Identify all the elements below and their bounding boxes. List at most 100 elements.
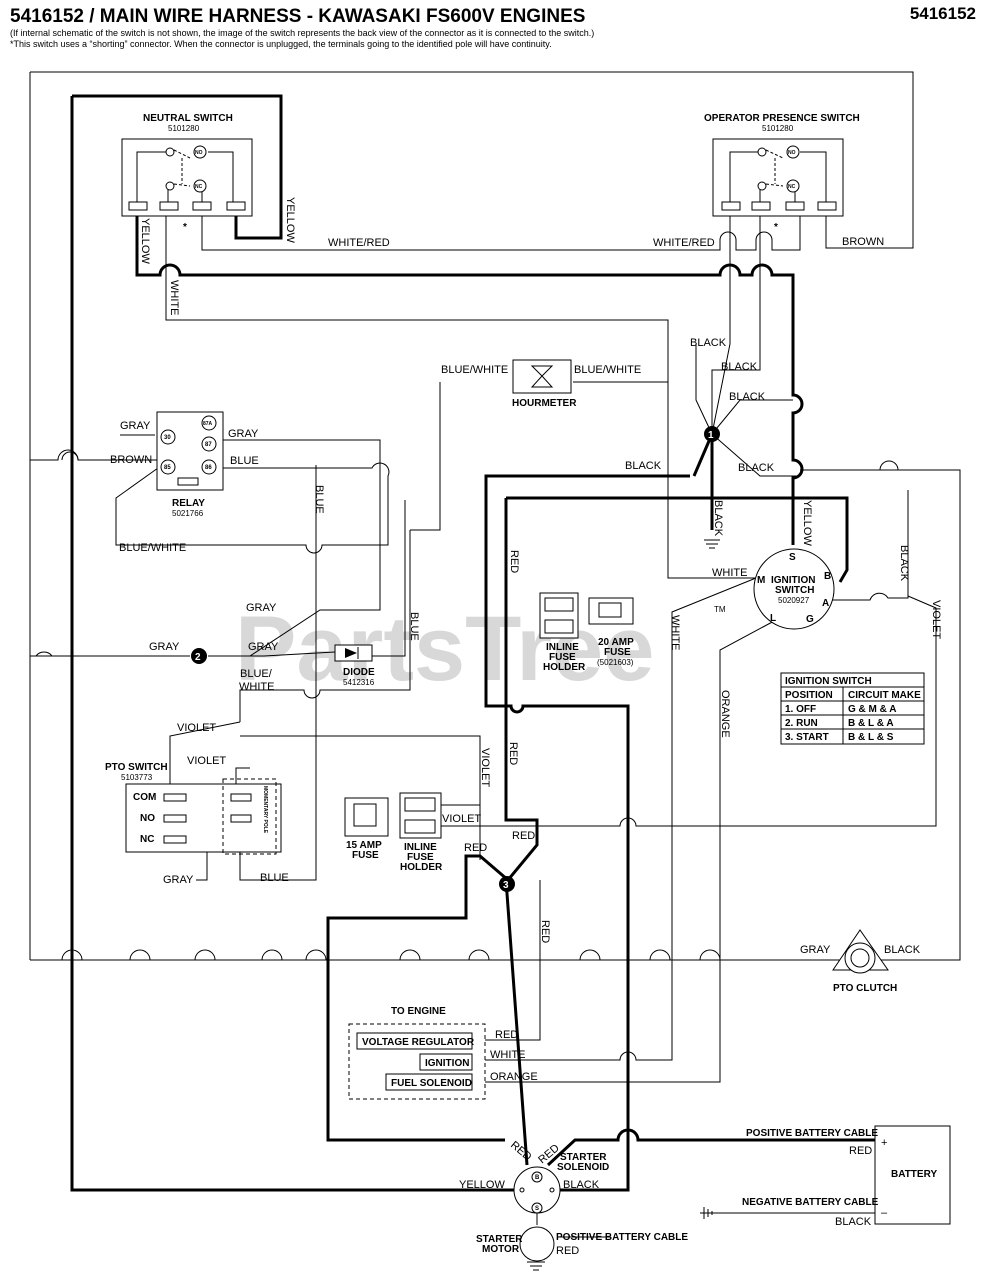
- splice-3: 3: [499, 876, 515, 892]
- splice-1: 1: [704, 426, 720, 442]
- inline-fuse-holder-a: INLINE FUSE HOLDER: [539, 592, 586, 673]
- ground-symbol-motor: [527, 1261, 545, 1271]
- svg-text:WHITE: WHITE: [712, 567, 747, 579]
- svg-text:IGNITION: IGNITION: [425, 1058, 469, 1069]
- diode-title: DIODE: [343, 667, 375, 678]
- operator-star: *: [774, 222, 778, 233]
- wire-crossovers: [35, 451, 899, 961]
- relay-pin-30: 30: [164, 435, 171, 441]
- svg-text:RED: RED: [464, 842, 487, 854]
- operator-switch-part: 5101280: [762, 124, 794, 133]
- svg-text:2. RUN: 2. RUN: [785, 718, 818, 729]
- svg-text:YELLOW: YELLOW: [139, 218, 151, 264]
- svg-text:BLACK: BLACK: [721, 361, 758, 373]
- svg-text:B: B: [824, 571, 831, 582]
- svg-text:FUEL SOLENOID: FUEL SOLENOID: [391, 1078, 472, 1089]
- svg-text:BLUE/WHITE: BLUE/WHITE: [441, 364, 508, 376]
- svg-text:RED: RED: [508, 1139, 534, 1163]
- svg-text:BLUE: BLUE: [313, 485, 325, 514]
- ground-symbol-1: [704, 539, 720, 549]
- battery: + – BATTERY: [874, 1125, 951, 1225]
- svg-text:RED: RED: [495, 1029, 518, 1041]
- svg-text:YELLOW: YELLOW: [459, 1179, 505, 1191]
- svg-text:2: 2: [195, 652, 201, 663]
- svg-text:PTO SWITCH: PTO SWITCH: [105, 762, 168, 773]
- svg-text:ORANGE: ORANGE: [719, 690, 731, 738]
- starter-motor: STARTER MOTOR: [476, 1226, 555, 1262]
- svg-text:GRAY: GRAY: [228, 428, 259, 440]
- svg-text:BLACK: BLACK: [898, 545, 910, 582]
- svg-text:G & M & A: G & M & A: [848, 704, 897, 715]
- svg-text:FUSE: FUSE: [604, 647, 631, 658]
- svg-text:GRAY: GRAY: [120, 420, 151, 432]
- svg-text:RED: RED: [556, 1245, 579, 1257]
- svg-text:RED: RED: [507, 742, 519, 765]
- fuse-15-amp: 15 AMP FUSE: [344, 797, 389, 861]
- svg-text:POSITIVE BATTERY CABLE: POSITIVE BATTERY CABLE: [746, 1128, 878, 1139]
- svg-text:STARTER: STARTER: [476, 1234, 523, 1245]
- svg-text:WHITE: WHITE: [490, 1049, 525, 1061]
- svg-text:INLINE: INLINE: [546, 642, 579, 653]
- hourmeter-title: HOURMETER: [512, 398, 577, 409]
- neutral-switch-title: NEUTRAL SWITCH: [143, 113, 233, 124]
- svg-text:FUSE: FUSE: [352, 850, 379, 861]
- svg-text:+: +: [881, 1137, 887, 1149]
- hourmeter: HOURMETER: [512, 359, 577, 409]
- svg-text:SWITCH: SWITCH: [775, 585, 814, 596]
- pto-switch: PTO SWITCH 5103773 COM NO NC MOMENTARY P…: [105, 762, 282, 855]
- svg-text:HOLDER: HOLDER: [543, 662, 586, 673]
- part-number: 5416152: [909, 4, 976, 23]
- svg-text:MOMENTARY POLE: MOMENTARY POLE: [262, 786, 268, 834]
- svg-text:M: M: [757, 575, 765, 586]
- relay: 30 87A 87 85 86 RELAY 5021766: [156, 411, 224, 518]
- svg-text:FUSE: FUSE: [407, 852, 434, 863]
- svg-text:VIOLET: VIOLET: [442, 813, 481, 825]
- svg-text:IGNITION: IGNITION: [771, 575, 815, 586]
- svg-text:20 AMP: 20 AMP: [598, 637, 634, 648]
- wire-labels: YELLOW YELLOW WHITE WHITE/RED WHITE/RED …: [110, 197, 942, 1257]
- svg-text:BLACK: BLACK: [712, 500, 724, 537]
- fuse-20-amp: 20 AMP FUSE (5021603): [588, 597, 634, 667]
- svg-text:FUSE: FUSE: [549, 652, 576, 663]
- svg-text:VOLTAGE REGULATOR: VOLTAGE REGULATOR: [362, 1037, 475, 1048]
- svg-text:S: S: [789, 552, 796, 563]
- svg-text:BLUE: BLUE: [408, 612, 420, 641]
- svg-text:BLACK: BLACK: [690, 337, 727, 349]
- operator-switch-title: OPERATOR PRESENCE SWITCH: [704, 113, 860, 124]
- svg-text:YELLOW: YELLOW: [284, 197, 296, 243]
- ignition-switch-table: IGNITION SWITCH POSITION CIRCUIT MAKE 1.…: [780, 672, 925, 745]
- svg-text:B & L & S: B & L & S: [848, 732, 894, 743]
- svg-text:WHITE/RED: WHITE/RED: [328, 237, 390, 249]
- watermark: PartsTree: [235, 598, 654, 700]
- neutral-switch-part: 5101280: [168, 124, 200, 133]
- ignition-switch: S B M A L G IGNITION SWITCH 5020927: [753, 548, 835, 630]
- svg-text:WHITE: WHITE: [168, 280, 180, 315]
- diagram-title: 5416152 / MAIN WIRE HARNESS - KAWASAKI F…: [10, 6, 586, 27]
- svg-text:WHITE/RED: WHITE/RED: [653, 237, 715, 249]
- svg-text:BLACK: BLACK: [563, 1179, 600, 1191]
- svg-text:5103773: 5103773: [121, 773, 153, 782]
- svg-text:ORANGE: ORANGE: [490, 1071, 538, 1083]
- svg-text:–: –: [881, 1207, 888, 1219]
- neutral-switch: NEUTRAL SWITCH 5101280 NO NC *: [121, 113, 253, 233]
- svg-text:BLUE/: BLUE/: [240, 668, 273, 680]
- neutral-no-label: NO: [195, 150, 203, 156]
- svg-text:VIOLET: VIOLET: [930, 600, 942, 639]
- svg-text:HOLDER: HOLDER: [400, 862, 443, 873]
- operator-presence-switch: OPERATOR PRESENCE SWITCH 5101280 NO NC *: [704, 113, 860, 233]
- svg-text:NC: NC: [140, 834, 154, 845]
- svg-text:BROWN: BROWN: [110, 454, 152, 466]
- svg-text:BROWN: BROWN: [842, 236, 884, 248]
- relay-pin-85: 85: [164, 465, 171, 471]
- svg-text:BLACK: BLACK: [738, 462, 775, 474]
- operator-no-label: NO: [788, 150, 796, 156]
- svg-text:IGNITION SWITCH: IGNITION SWITCH: [785, 676, 872, 687]
- svg-text:BLACK: BLACK: [884, 944, 921, 956]
- svg-text:BATTERY: BATTERY: [891, 1169, 937, 1180]
- note-line-1: (If internal schematic of the switch is …: [10, 28, 595, 38]
- svg-text:STARTER: STARTER: [560, 1152, 607, 1163]
- svg-text:TO ENGINE: TO ENGINE: [391, 1006, 446, 1017]
- inline-fuse-holder-b: INLINE FUSE HOLDER: [399, 792, 443, 873]
- svg-text:3: 3: [503, 880, 509, 891]
